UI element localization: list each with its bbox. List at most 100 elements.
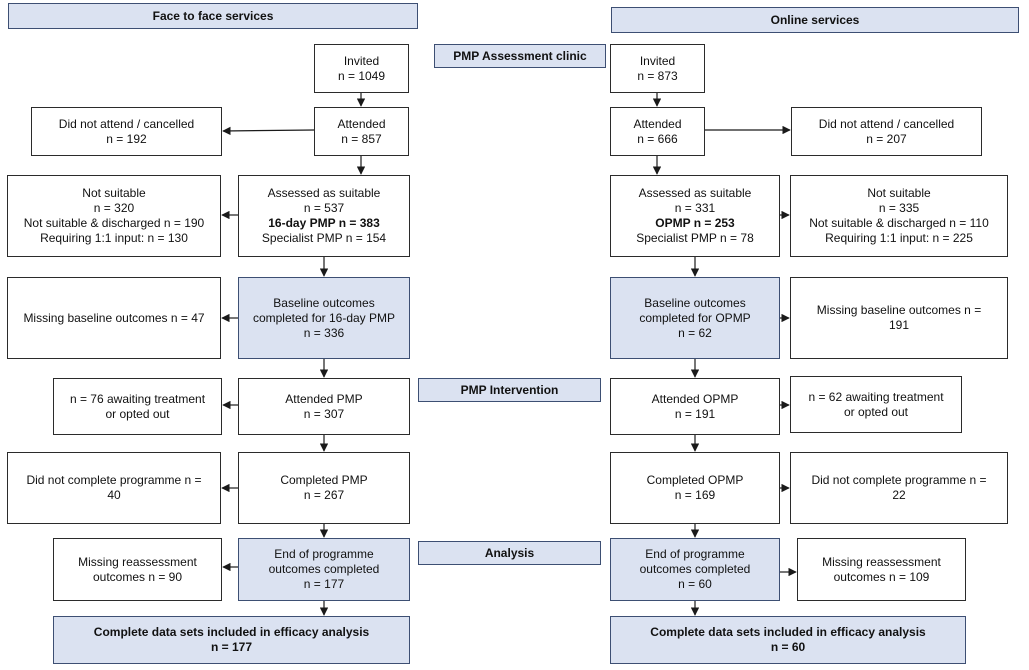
online-opmp-count: OPMP n = 253 [655, 216, 735, 230]
online-missing-baseline-label: Missing baseline outcomes n = [816, 303, 982, 317]
face-suitable-label: Assessed as suitable [267, 186, 381, 200]
face-missing-reassess-label: Missing reassessment [78, 554, 197, 569]
face-to-face-header-label: Face to face services [152, 9, 274, 23]
face-not-suitable-box: Not suitable n = 320 Not suitable & disc… [7, 175, 221, 257]
online-baseline-box: Baseline outcomes completed for OPMP n =… [610, 277, 780, 359]
face-dna-box: Did not attend / cancelled n = 192 [31, 107, 222, 156]
face-final-label: Complete data sets included in efficacy … [93, 625, 370, 639]
face-end-outcomes-sublabel: outcomes completed [268, 562, 380, 576]
online-awaiting-label: n = 62 awaiting treatment [808, 389, 944, 404]
online-final-label: Complete data sets included in efficacy … [650, 625, 926, 639]
online-attended-count: n = 666 [637, 131, 678, 146]
face-baseline-count: n = 336 [303, 325, 345, 340]
face-attended-pmp-box: Attended PMP n = 307 [238, 378, 410, 435]
face-attended-box: Attended n = 857 [314, 107, 409, 156]
online-discharged-count: Not suitable & discharged n = 110 [809, 216, 989, 230]
face-end-outcomes-count: n = 177 [303, 577, 345, 591]
online-dna-label: Did not attend / cancelled [818, 116, 955, 131]
face-not-completed-label: Did not complete programme n = [26, 473, 202, 487]
online-attended-box: Attended n = 666 [610, 107, 705, 156]
face-baseline-box: Baseline outcomes completed for 16-day P… [238, 277, 410, 359]
online-suitable-label: Assessed as suitable [638, 186, 752, 200]
face-not-suitable-count: n = 320 [93, 201, 135, 215]
online-not-suitable-count: n = 335 [878, 201, 920, 215]
online-end-outcomes-count: n = 60 [678, 577, 712, 591]
face-missing-reassess-box: Missing reassessment outcomes n = 90 [53, 538, 222, 601]
online-end-outcomes-sublabel: outcomes completed [639, 562, 751, 576]
online-end-outcomes-label: End of programme [645, 547, 745, 561]
face-not-suitable-label: Not suitable [82, 186, 146, 200]
online-dna-box: Did not attend / cancelled n = 207 [791, 107, 982, 156]
online-not-suitable-label: Not suitable [867, 186, 931, 200]
face-invited-box: Invited n = 1049 [314, 44, 409, 93]
online-suitable-box: Assessed as suitable n = 331 OPMP n = 25… [610, 175, 780, 257]
online-missing-baseline-count: 191 [888, 318, 909, 332]
face-completed-label: Completed PMP [280, 473, 368, 487]
face-final-analysis-box: Complete data sets included in efficacy … [53, 616, 410, 664]
online-attended-opmp-box: Attended OPMP n = 191 [610, 378, 780, 435]
face-one-to-one-count: Requiring 1:1 input: n = 130 [40, 231, 188, 245]
online-one-to-one-count: Requiring 1:1 input: n = 225 [825, 231, 973, 245]
online-missing-reassess-count: outcomes n = 109 [833, 569, 930, 584]
face-invited-label: Invited [343, 53, 380, 68]
stage-assessment-clinic: PMP Assessment clinic [434, 44, 606, 68]
face-baseline-sublabel: completed for 16-day PMP [252, 310, 396, 325]
stage-analysis: Analysis [418, 541, 601, 565]
face-16day-pmp-count: 16-day PMP n = 383 [268, 216, 380, 230]
online-baseline-label: Baseline outcomes [644, 295, 746, 310]
face-attended-label: Attended [337, 116, 386, 131]
online-not-completed-count: 22 [892, 488, 906, 502]
face-dna-count: n = 192 [106, 131, 147, 146]
stage-intervention: PMP Intervention [418, 378, 601, 402]
face-attended-count: n = 857 [341, 131, 382, 146]
face-completed-box: Completed PMP n = 267 [238, 452, 410, 524]
face-invited-count: n = 1049 [337, 68, 386, 83]
face-final-count: n = 177 [210, 640, 253, 654]
face-completed-count: n = 267 [303, 488, 345, 502]
face-not-completed-count: 40 [107, 488, 121, 502]
online-missing-reassess-box: Missing reassessment outcomes n = 109 [797, 538, 966, 601]
online-missing-baseline-box: Missing baseline outcomes n = 191 [790, 277, 1008, 359]
face-discharged-count: Not suitable & discharged n = 190 [23, 216, 205, 230]
online-final-count: n = 60 [770, 640, 806, 654]
face-awaiting-label: n = 76 awaiting treatment [69, 391, 206, 406]
face-suitable-box: Assessed as suitable n = 537 16-day PMP … [238, 175, 410, 257]
online-invited-label: Invited [639, 53, 676, 68]
face-end-outcomes-label: End of programme [274, 547, 374, 561]
online-invited-box: Invited n = 873 [610, 44, 705, 93]
online-awaiting-box: n = 62 awaiting treatment or opted out [790, 376, 962, 433]
stage-intervention-label: PMP Intervention [460, 383, 559, 397]
online-suitable-count: n = 331 [674, 201, 716, 215]
online-attended-opmp-label: Attended OPMP [651, 391, 739, 406]
face-attended-pmp-label: Attended PMP [285, 391, 363, 406]
face-suitable-count: n = 537 [303, 201, 345, 215]
online-completed-label: Completed OPMP [646, 473, 744, 487]
online-baseline-count: n = 62 [678, 325, 712, 340]
online-attended-opmp-count: n = 191 [674, 406, 716, 421]
online-attended-label: Attended [633, 116, 682, 131]
stage-assessment-label: PMP Assessment clinic [453, 49, 587, 63]
arrow-face-dna [222, 126, 315, 136]
online-awaiting-sublabel: or opted out [843, 404, 909, 419]
online-not-completed-box: Did not complete programme n = 22 [790, 452, 1008, 524]
online-header: Online services [611, 7, 1019, 33]
online-not-completed-label: Did not complete programme n = [811, 473, 987, 487]
face-to-face-header: Face to face services [8, 3, 418, 29]
online-dna-count: n = 207 [866, 131, 907, 146]
online-header-label: Online services [770, 13, 860, 27]
face-awaiting-sublabel: or opted out [105, 406, 170, 421]
online-end-outcomes-box: End of programme outcomes completed n = … [610, 538, 780, 601]
online-final-analysis-box: Complete data sets included in efficacy … [610, 616, 966, 664]
online-not-suitable-box: Not suitable n = 335 Not suitable & disc… [790, 175, 1008, 257]
face-specialist-pmp-count: Specialist PMP n = 154 [261, 231, 387, 245]
online-completed-box: Completed OPMP n = 169 [610, 452, 780, 524]
face-missing-baseline-label: Missing baseline outcomes n = 47 [23, 310, 205, 325]
online-completed-count: n = 169 [674, 488, 716, 502]
online-specialist-pmp-count: Specialist PMP n = 78 [636, 231, 754, 245]
face-attended-pmp-count: n = 307 [303, 406, 345, 421]
stage-analysis-label: Analysis [484, 546, 535, 560]
face-awaiting-box: n = 76 awaiting treatment or opted out [53, 378, 222, 435]
face-baseline-label: Baseline outcomes [273, 295, 375, 310]
face-missing-baseline-box: Missing baseline outcomes n = 47 [7, 277, 221, 359]
